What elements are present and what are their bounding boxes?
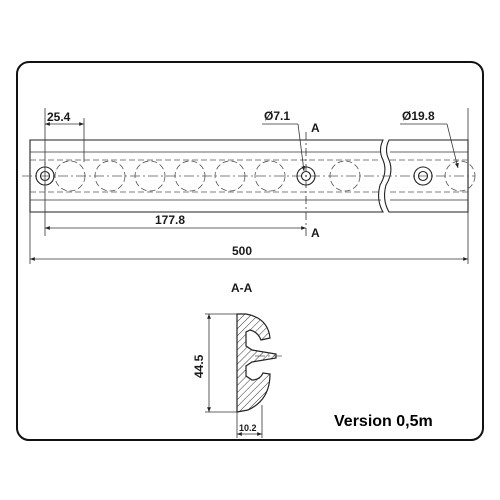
dimension-pitch: 25.4 [44,108,85,165]
dimension-hole-offset: 177.8 [44,186,306,236]
section-profile [236,313,282,413]
dimension-pitch-label: 25.4 [47,110,71,124]
dimension-total-length: 500 [29,212,469,264]
rail-pockets [54,160,476,192]
rail-pocket [174,160,206,192]
version-label: Version 0,5m [334,413,433,430]
rail-top-view [22,139,476,213]
rail-pocket [254,160,286,192]
dimension-profile-height-label: 44.5 [192,354,206,378]
drawing-frame [16,61,484,441]
dimension-hole-offset-label: 177.8 [155,213,185,227]
rail-pocket [94,160,126,192]
rail-pocket [329,160,361,192]
rail-pocket [134,160,166,192]
rail-pocket [444,160,476,192]
section-cut-line: A A [305,121,320,240]
section-marker-top: A [311,121,320,135]
dimension-profile-height: 44.5 [192,313,237,413]
section-title: A-A [231,281,253,295]
rail-pocket [214,160,246,192]
mounting-hole [35,162,55,190]
mounting-hole [413,166,433,186]
section-marker-bottom: A [311,226,320,240]
dimension-hole-large: Ø19.8 [400,108,469,169]
dimension-hole-large-label: Ø19.8 [402,109,435,123]
dimension-profile-width: 10.2 [236,405,263,438]
dimension-hole-small: Ø7.1 [262,109,306,172]
dimension-hole-small-label: Ø7.1 [264,109,290,123]
rail-pocket [54,160,86,192]
dimension-total-length-label: 500 [232,244,252,258]
dimension-profile-width-label: 10.2 [239,423,257,433]
